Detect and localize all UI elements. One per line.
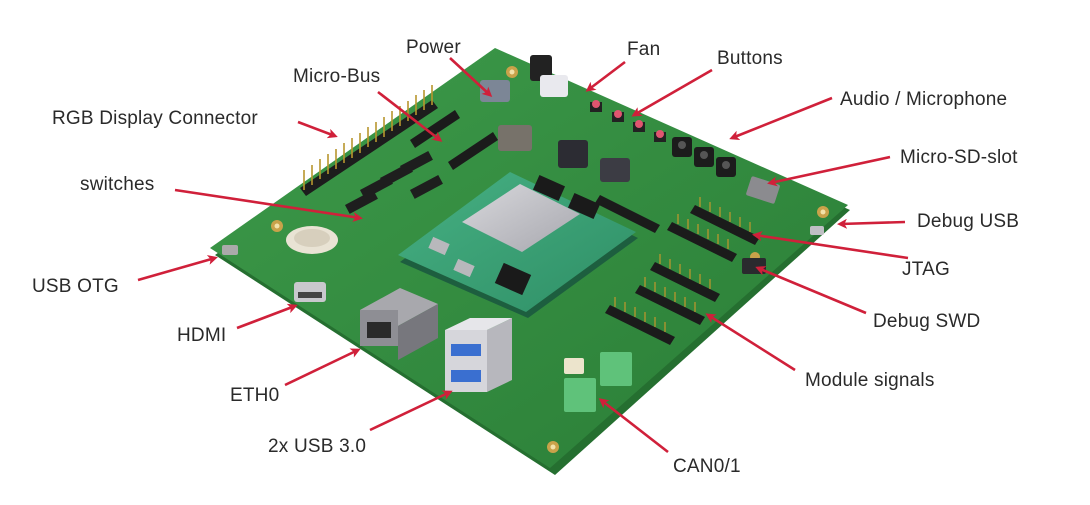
arrow-can01: [598, 398, 669, 454]
label-hdmi: HDMI: [177, 325, 227, 346]
label-module-signals: Module signals: [805, 370, 935, 391]
usb-otg-port: [222, 245, 238, 255]
arrow-fan: [585, 60, 626, 92]
rgb-connector-pins: [300, 85, 438, 196]
label-audio-microphone: Audio / Microphone: [840, 89, 1008, 110]
module-signal-headers: [595, 195, 760, 345]
arrow-debug-swd: [755, 266, 867, 315]
soc-chip: [462, 184, 580, 252]
compute-module: [398, 172, 638, 318]
label-debug-swd: Debug SWD: [873, 311, 981, 332]
label-switches: switches: [80, 174, 155, 195]
label-buttons: Buttons: [717, 48, 783, 69]
label-micro-bus: Micro-Bus: [293, 66, 381, 87]
arrow-eth0: [284, 348, 361, 387]
micro-bus-headers: [410, 110, 498, 170]
label-jtag: JTAG: [902, 259, 950, 280]
label-debug-usb: Debug USB: [917, 211, 1020, 232]
arrow-module-signals: [705, 313, 796, 372]
arrow-audio-microphone: [729, 96, 833, 141]
arrow-debug-usb: [837, 218, 906, 229]
hdmi-port: [294, 282, 326, 302]
arrow-switches: [174, 188, 363, 222]
swd-connector: [742, 258, 766, 274]
arrow-buttons: [631, 68, 713, 117]
arrow-hdmi: [236, 303, 298, 330]
arrow-micro-bus: [377, 90, 443, 142]
arrow-power: [449, 57, 493, 98]
arrow-jtag: [752, 231, 909, 260]
ethernet-jack: [360, 288, 438, 360]
debug-usb-port: [810, 226, 824, 235]
annotation-arrows: [137, 57, 909, 454]
label-fan: Fan: [627, 39, 661, 60]
dip-switches: [345, 150, 443, 214]
arrow-usb-otg: [137, 255, 218, 282]
push-buttons: [590, 100, 666, 142]
header-pins: [614, 197, 751, 332]
label-rgb-display-connector: RGB Display Connector: [52, 108, 258, 129]
arrow-usb3: [369, 390, 453, 432]
label-micro-sd-slot: Micro-SD-slot: [900, 147, 1018, 168]
label-usb-otg: USB OTG: [32, 276, 119, 297]
audio-jacks: [672, 137, 736, 177]
label-eth0: ETH0: [230, 385, 280, 406]
can-terminal-blocks: [564, 352, 632, 412]
arrow-micro-sd: [767, 155, 891, 187]
label-can01: CAN0/1: [673, 456, 741, 477]
arrow-rgb-display-connector: [297, 120, 338, 139]
label-power: Power: [406, 37, 461, 58]
label-usb3: 2x USB 3.0: [268, 436, 367, 457]
usb3-stacked-ports: [445, 318, 512, 392]
battery-holder: [286, 226, 338, 254]
